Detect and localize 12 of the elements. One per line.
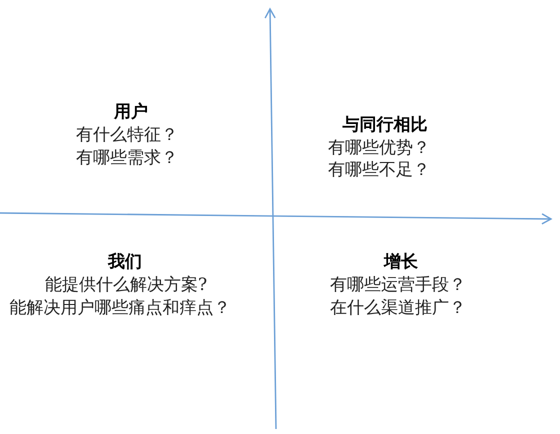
quadrant-heading: 我们 bbox=[108, 251, 142, 273]
question-text: 能解决用户哪些痛点和痒点？ bbox=[10, 297, 230, 319]
question-text: 在什么渠道推广？ bbox=[330, 297, 466, 319]
question-text: 有哪些不足？ bbox=[328, 159, 430, 181]
question-text: 有哪些运营手段？ bbox=[330, 274, 466, 296]
question-text: 有哪些优势？ bbox=[328, 137, 430, 159]
quadrant-heading: 增长 bbox=[384, 251, 418, 273]
quadrant-heading: 用户 bbox=[114, 101, 148, 123]
question-text: 有什么特征？ bbox=[76, 124, 178, 146]
question-text: 有哪些需求？ bbox=[76, 147, 178, 169]
quadrant-heading: 与同行相比 bbox=[342, 114, 428, 136]
question-text: 能提供什么解决方案? bbox=[44, 274, 208, 296]
